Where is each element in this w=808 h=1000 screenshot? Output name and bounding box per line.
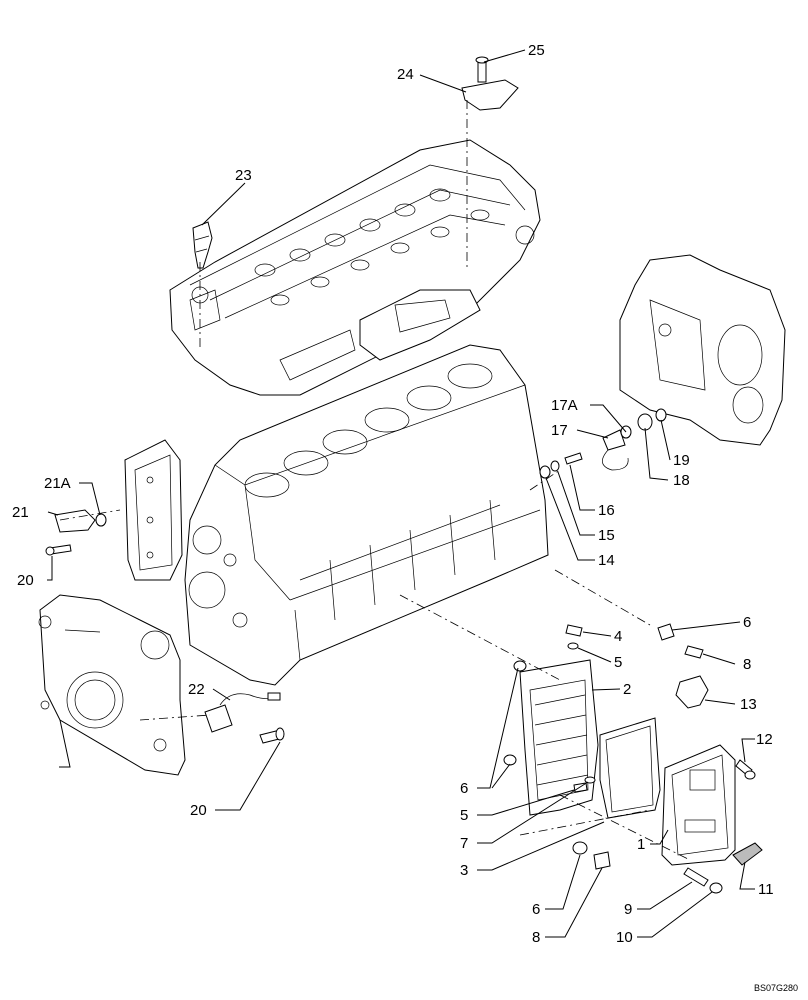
drawing-code: BS07G280 [754, 983, 798, 993]
callout-20-left: 20 [17, 572, 34, 589]
callout-14: 14 [598, 552, 615, 569]
callout-7: 7 [460, 835, 468, 852]
callout-20-center: 20 [190, 802, 207, 819]
callout-8-top: 8 [743, 656, 751, 673]
callout-21: 21 [12, 504, 29, 521]
callout-15: 15 [598, 527, 615, 544]
callout-19: 19 [673, 452, 690, 469]
front-cover [38, 594, 186, 776]
center-lines [59, 100, 691, 861]
callout-2: 2 [623, 681, 631, 698]
gasket [599, 717, 661, 819]
callout-5-top: 5 [614, 654, 622, 671]
cylinder-head [169, 139, 541, 396]
callout-labels: 25 24 23 17A 17 19 18 16 15 14 21A 21 20… [12, 42, 798, 993]
callout-23: 23 [235, 167, 252, 184]
callout-16: 16 [598, 502, 615, 519]
callout-4: 4 [614, 628, 622, 645]
callout-22: 22 [188, 681, 205, 698]
callout-24: 24 [397, 66, 414, 83]
callout-10: 10 [616, 929, 633, 946]
callout-6-top: 6 [743, 614, 751, 631]
gear-housing [619, 254, 786, 446]
callout-8-bottom: 8 [532, 929, 540, 946]
callout-1: 1 [637, 836, 645, 853]
callout-17a: 17A [551, 397, 578, 414]
oil-cooler [124, 439, 183, 581]
callout-25: 25 [528, 42, 545, 59]
callout-18: 18 [673, 472, 690, 489]
callout-9: 9 [624, 901, 632, 918]
callout-6-left: 6 [460, 780, 468, 797]
callout-17: 17 [551, 422, 568, 439]
callout-6-bottom: 6 [532, 901, 540, 918]
engine-block [184, 344, 549, 686]
leader-lines [47, 49, 755, 938]
callout-5-left: 5 [460, 807, 468, 824]
callout-3: 3 [460, 862, 468, 879]
callout-11: 11 [758, 881, 774, 898]
callout-13: 13 [740, 696, 757, 713]
callout-21a: 21A [44, 475, 71, 492]
ecu-module [661, 744, 736, 866]
ecu-mounting-plate [519, 659, 599, 816]
callout-12: 12 [756, 731, 773, 748]
